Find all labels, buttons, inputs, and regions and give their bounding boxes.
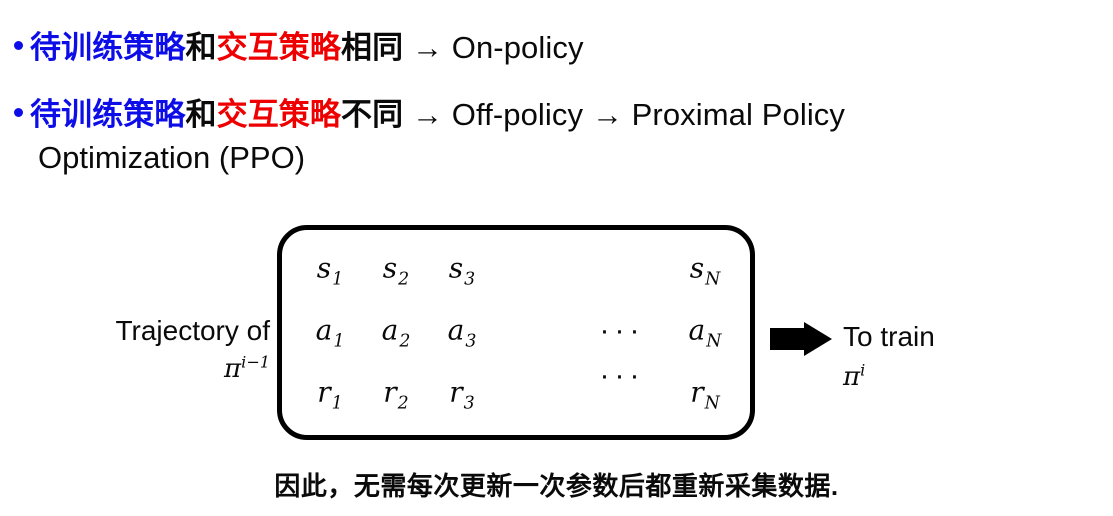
bullet-2-segment-different: 不同 xyxy=(341,97,404,132)
symbol-base: a xyxy=(688,313,706,347)
symbol-base: a xyxy=(447,313,465,347)
symbol-subscript: 3 xyxy=(464,269,476,290)
ellipsis-action-row: ··· xyxy=(599,314,645,347)
trajectory-policy-superscript: i−1 xyxy=(241,352,270,372)
symbol-subscript: 1 xyxy=(331,393,343,414)
symbol-subscript: 3 xyxy=(463,393,475,414)
symbol-base: s xyxy=(689,251,705,285)
right-arrow-icon xyxy=(770,322,832,356)
symbol-subscript: 1 xyxy=(332,269,344,290)
symbol-base: s xyxy=(448,251,464,285)
bullet-2-segment-behavior-policy: 交互策略 xyxy=(216,97,342,132)
symbol-base: r xyxy=(317,375,331,409)
symbol-a-2: a2 xyxy=(381,313,411,350)
symbol-base: r xyxy=(383,375,397,409)
bullet-dot-icon xyxy=(14,108,23,118)
symbol-s-N: sN xyxy=(689,251,721,288)
symbol-s-1: s1 xyxy=(316,251,343,288)
symbol-r-3: r3 xyxy=(449,375,474,412)
bullet-1-segment-on-policy: → On-policy xyxy=(403,30,584,65)
to-train-policy-symbol: πi xyxy=(843,359,935,396)
symbol-r-2: r2 xyxy=(383,375,408,412)
symbol-subscript: 2 xyxy=(398,269,410,290)
bullet-line-on-policy: 待训练策略和交互策略相同 → On-policy xyxy=(14,26,584,69)
bullet-1-segment-behavior-policy: 交互策略 xyxy=(216,30,342,65)
symbol-base: r xyxy=(690,375,704,409)
bullet-2-segment-and: 和 xyxy=(185,97,217,132)
bullet-1-segment-same: 相同 xyxy=(341,30,404,65)
slide-caption: 因此，无需每次更新一次参数后都重新采集数据. xyxy=(274,471,839,501)
symbol-a-N: aN xyxy=(688,313,722,350)
symbol-base: r xyxy=(449,375,463,409)
bullet-1-segment-and: 和 xyxy=(185,30,217,65)
symbol-subscript: 2 xyxy=(397,393,409,414)
bullet-2-segment-off-policy-ppo: → Off-policy → Proximal Policy xyxy=(403,97,846,132)
ellipsis-reward-row: ··· xyxy=(599,359,645,392)
bullet-dot-icon xyxy=(14,41,23,51)
to-train-policy-base: π xyxy=(843,362,861,392)
symbol-base: s xyxy=(316,251,332,285)
to-train-label: To train πi xyxy=(843,318,935,396)
symbol-subscript: 3 xyxy=(465,331,477,352)
to-train-policy-superscript: i xyxy=(860,360,866,380)
symbol-a-3: a3 xyxy=(447,313,477,350)
trajectory-label-text: Trajectory of xyxy=(115,315,270,346)
trajectory-policy-base: π xyxy=(224,354,242,384)
symbol-subscript: 1 xyxy=(333,331,345,352)
symbol-r-1: r1 xyxy=(317,375,342,412)
trajectory-policy-symbol: πi−1 xyxy=(224,354,270,384)
bullet-line-off-policy: 待训练策略和交互策略不同 → Off-policy → Proximal Pol… xyxy=(14,93,845,136)
symbol-subscript: N xyxy=(706,331,722,352)
to-train-text: To train xyxy=(843,321,935,352)
symbol-base: s xyxy=(382,251,398,285)
symbol-subscript: 2 xyxy=(399,331,411,352)
symbol-s-2: s2 xyxy=(382,251,409,288)
symbol-r-N: rN xyxy=(690,375,720,412)
symbol-subscript: N xyxy=(705,269,721,290)
symbol-base: a xyxy=(381,313,399,347)
bullet-2-segment-policy-to-train: 待训练策略 xyxy=(30,97,186,132)
bullet-2-continuation-line: Optimization (PPO) xyxy=(38,140,306,175)
symbol-base: a xyxy=(315,313,333,347)
symbol-a-1: a1 xyxy=(315,313,345,350)
trajectory-label: Trajectory of πi−1 xyxy=(40,312,270,388)
trajectory-box xyxy=(277,225,755,440)
bullet-1-segment-policy-to-train: 待训练策略 xyxy=(30,30,186,65)
symbol-s-3: s3 xyxy=(448,251,475,288)
symbol-subscript: N xyxy=(704,393,720,414)
